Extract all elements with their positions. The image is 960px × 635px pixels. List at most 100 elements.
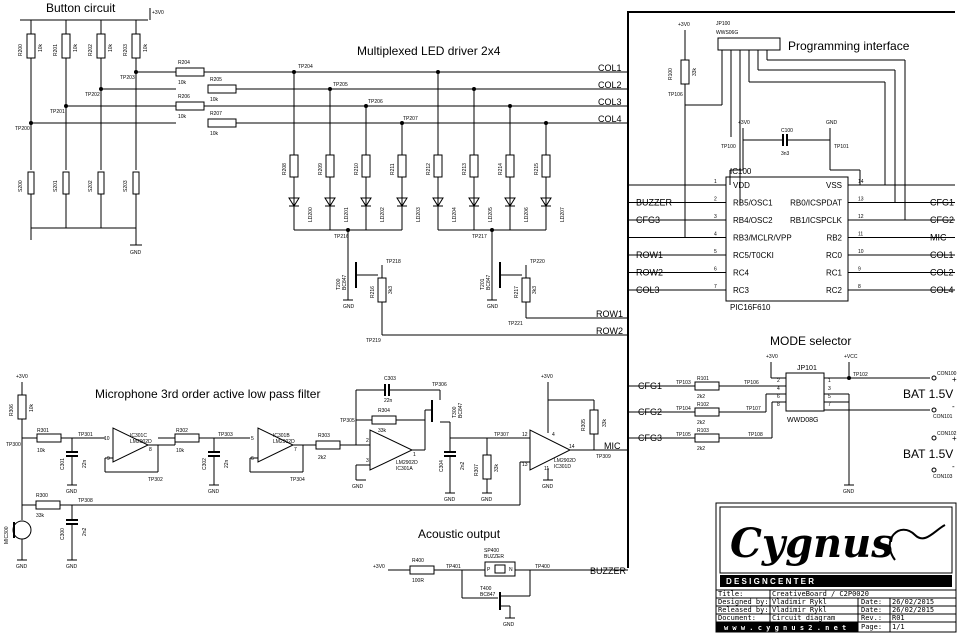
mcu-pin-name: RC1 <box>826 269 843 278</box>
svg-text:BC847: BC847 <box>480 592 496 598</box>
svg-text:2: 2 <box>777 378 780 384</box>
net-col4: COL4 <box>598 114 622 124</box>
svg-text:TP106: TP106 <box>744 380 759 386</box>
svg-text:R217: R217 <box>514 286 520 298</box>
svg-text:11: 11 <box>544 466 549 472</box>
mcu-pin-num: 14 <box>858 179 864 185</box>
switch-s202 <box>97 171 105 195</box>
net-cfg3-mode: CFG3 <box>638 433 662 443</box>
svg-text:+3V0: +3V0 <box>678 22 690 28</box>
svg-text:Document:: Document: <box>718 614 756 622</box>
svg-text:TP303: TP303 <box>218 432 233 438</box>
svg-text:T201: T201 <box>480 278 486 290</box>
section-programming: Programming interface <box>788 39 910 53</box>
mcu-net-label: COL2 <box>930 268 954 278</box>
microphone-filter: +3V0 R306 10k TP300 R301 10k TP301 C301 … <box>4 374 628 570</box>
svg-text:LM2902D: LM2902D <box>273 439 295 445</box>
svg-text:3: 3 <box>366 458 369 464</box>
svg-text:CON102: CON102 <box>937 431 957 437</box>
svg-text:LD202: LD202 <box>380 207 386 222</box>
section-microphone: Microphone 3rd order active low pass fil… <box>95 387 320 401</box>
svg-text:10: 10 <box>104 436 110 442</box>
svg-text:TP206: TP206 <box>368 99 383 105</box>
svg-text:S201: S201 <box>53 180 59 192</box>
svg-text:R100: R100 <box>668 68 674 80</box>
svg-text:S200: S200 <box>18 180 24 192</box>
svg-text:IC301A: IC301A <box>396 466 413 472</box>
svg-text:LD200: LD200 <box>308 207 314 222</box>
svg-text:14: 14 <box>569 444 575 450</box>
section-acoustic: Acoustic output <box>418 527 501 541</box>
microphone-mic300 <box>12 520 32 540</box>
svg-text:33k: 33k <box>378 428 387 434</box>
mcu-pin-num: 10 <box>858 249 864 255</box>
svg-text:R207: R207 <box>210 111 222 117</box>
svg-text:BC847: BC847 <box>342 274 348 290</box>
svg-text:GND: GND <box>481 497 493 503</box>
mcu-net-label: CFG1 <box>930 198 954 208</box>
mcu-ic100: IC100 PIC16F610 <box>725 167 849 312</box>
svg-text:2k2: 2k2 <box>697 446 705 452</box>
swan-icon <box>888 524 946 561</box>
buzzer-sp400 <box>484 561 516 577</box>
opamp-ic301c <box>112 427 150 463</box>
svg-text:+3V0: +3V0 <box>16 374 28 380</box>
svg-text:4: 4 <box>777 386 780 392</box>
mcu-pin-name: RB2 <box>826 234 842 243</box>
mcu-pin-name: RB5/OSC1 <box>733 199 773 208</box>
svg-text:TP305: TP305 <box>340 418 355 424</box>
svg-text:GND: GND <box>208 489 220 495</box>
svg-text:SP400: SP400 <box>484 548 499 554</box>
svg-text:4: 4 <box>552 432 555 438</box>
svg-text:10k: 10k <box>210 97 219 103</box>
svg-text:TP100: TP100 <box>721 144 736 150</box>
mcu-net-label: MIC <box>930 233 947 243</box>
svg-text:TP203: TP203 <box>120 75 135 81</box>
svg-text:BC847: BC847 <box>486 274 492 290</box>
svg-text:T400: T400 <box>480 586 492 592</box>
bat1-label: BAT 1.5V <box>903 387 953 401</box>
svg-text:T200: T200 <box>336 278 342 290</box>
mcu-pin-name: RC5/T0CKI <box>733 251 774 260</box>
svg-text:10k: 10k <box>178 114 187 120</box>
svg-text:R302: R302 <box>176 428 188 434</box>
svg-text:2k2: 2k2 <box>697 394 705 400</box>
svg-text:LM2902D: LM2902D <box>396 460 418 466</box>
svg-text:IC301C: IC301C <box>130 433 147 439</box>
svg-text:S203: S203 <box>123 180 129 192</box>
svg-text:IC301D: IC301D <box>554 464 571 470</box>
section-led-driver: Multiplexed LED driver 2x4 <box>357 44 501 58</box>
led-matrix: TP204 TP205 TP206 TP207 R208 R209 R210 R… <box>282 64 628 344</box>
svg-text:LD206: LD206 <box>524 207 530 222</box>
svg-text:10k: 10k <box>176 448 185 454</box>
svg-text:10k: 10k <box>143 43 149 52</box>
svg-text:TP204: TP204 <box>298 64 313 70</box>
svg-text:+3V0: +3V0 <box>373 564 385 570</box>
svg-text:+3V0: +3V0 <box>541 374 553 380</box>
svg-text:Released by:: Released by: <box>718 606 769 614</box>
svg-text:R202: R202 <box>88 44 94 56</box>
svg-text:26/02/2015: 26/02/2015 <box>892 598 934 606</box>
svg-text:2: 2 <box>366 438 369 444</box>
connector-jp100 <box>717 37 781 51</box>
svg-text:TP102: TP102 <box>853 372 868 378</box>
switch-s201 <box>62 171 70 195</box>
svg-text:10k: 10k <box>210 131 219 137</box>
svg-text:TP308: TP308 <box>78 498 93 504</box>
mcu-pin-name: RC0 <box>826 251 843 260</box>
svg-text:GND: GND <box>826 120 838 126</box>
mcu-pin-num: 8 <box>858 284 861 290</box>
mcu-net-label: CFG3 <box>636 215 660 225</box>
mcu-pin-name: RC2 <box>826 286 843 295</box>
svg-text:1: 1 <box>413 452 416 458</box>
svg-text:2n2: 2n2 <box>460 461 466 470</box>
svg-text:TP201: TP201 <box>50 109 65 115</box>
mcu-pin-num: 3 <box>714 214 717 220</box>
svg-text:2k2: 2k2 <box>318 455 326 461</box>
svg-text:GND: GND <box>66 564 78 570</box>
svg-text:8: 8 <box>149 447 152 453</box>
switch-s200 <box>27 171 35 195</box>
net-row1-led: ROW1 <box>596 309 623 319</box>
